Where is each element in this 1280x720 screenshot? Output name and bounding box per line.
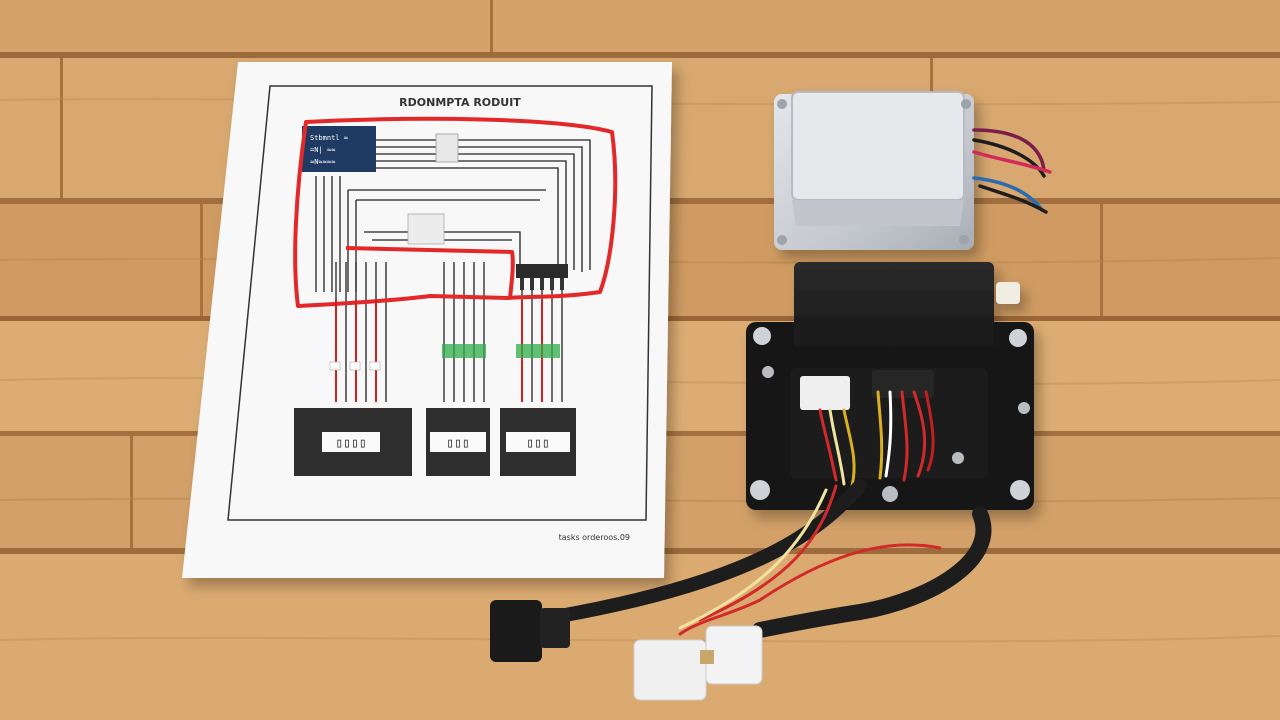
red-highlight bbox=[293, 116, 618, 308]
module-wires bbox=[818, 390, 935, 488]
green-markers bbox=[442, 344, 560, 358]
terminal-block: ▯▯▯▯ bbox=[294, 408, 412, 476]
silver-module bbox=[774, 91, 974, 250]
diagram-content: RDONMPTA RODUIT Stbmntl ≈ =N| ≈≈ ≈N≈≈≈≈ bbox=[227, 85, 653, 542]
wiring-harness bbox=[553, 479, 992, 638]
legend-line-3: ≈N≈≈≈≈ bbox=[310, 158, 335, 166]
terminal-label-2: ▯▯▯ bbox=[446, 436, 469, 451]
terminal-block: ▯▯▯ bbox=[426, 408, 490, 476]
junction-mark bbox=[435, 133, 459, 163]
diagram-title: RDONMPTA RODUIT bbox=[399, 96, 521, 109]
terminal-label-3: ▯▯▯ bbox=[526, 436, 549, 451]
connector-block bbox=[516, 264, 568, 290]
legend-box bbox=[302, 126, 376, 172]
terminal-block: ▯▯▯ bbox=[500, 408, 576, 476]
diagram-footer: tasks orderoos.09 bbox=[559, 533, 630, 542]
legend-line-2: =N| ≈≈ bbox=[310, 146, 335, 154]
white-connector bbox=[633, 625, 763, 701]
terminal-label-1: ▯▯▯▯ bbox=[335, 436, 366, 451]
junction-mark bbox=[407, 213, 445, 245]
legend-line-1: Stbmntl ≈ bbox=[310, 134, 348, 142]
silver-module-wires bbox=[972, 128, 1052, 214]
fuse-markers bbox=[329, 361, 381, 371]
black-connector bbox=[490, 600, 570, 662]
red-drop-lines bbox=[335, 300, 543, 402]
